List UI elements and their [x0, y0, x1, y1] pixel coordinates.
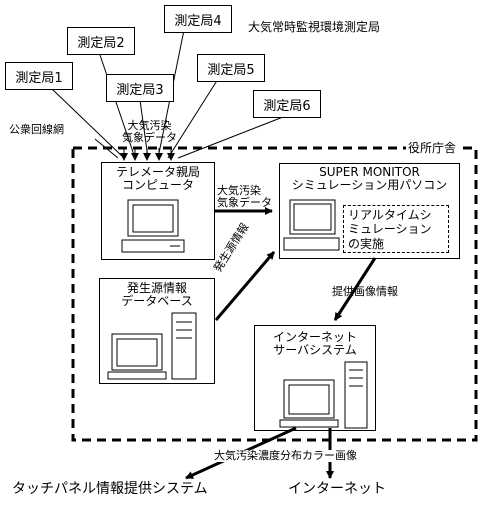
- source-db-label: 発生源情報 データベース: [121, 281, 193, 309]
- internet-server-box: [254, 325, 376, 431]
- feed-arrows: [120, 148, 175, 161]
- telemeter-label: テレメータ親局 コンピュータ: [115, 165, 200, 193]
- super-monitor-label: SUPER MONITOR シミュレーション用パソコン: [291, 165, 448, 193]
- station-6: 測定局6: [253, 90, 321, 118]
- telemeter-box: [101, 162, 215, 260]
- output-image-label: 大気汚染濃度分布カラー画像: [214, 449, 357, 463]
- public-line-label: 公衆回線網: [9, 123, 64, 136]
- computer-icon: [279, 361, 368, 429]
- computer-icon: [107, 312, 197, 380]
- station-1: 測定局1: [5, 62, 73, 90]
- station-4: 測定局4: [164, 5, 232, 33]
- touch-panel-system: タッチパネル情報提供システム: [12, 481, 208, 497]
- feed-label: 大気汚染 気象データ: [122, 119, 177, 145]
- realtime-simulation-box: リアルタイムシ ミュレーション の実施: [343, 205, 449, 253]
- computer-icon: [121, 199, 185, 253]
- station-5: 測定局5: [197, 54, 265, 82]
- office-boundary: [71, 146, 478, 442]
- data-arrow-label: 大気汚染 気象データ: [217, 184, 272, 210]
- internet-target: インターネット: [288, 481, 386, 497]
- super-monitor-box: [279, 163, 460, 259]
- arrow-monitor-to-server: [333, 257, 377, 321]
- station-3: 測定局3: [106, 74, 174, 102]
- network-title: 大気常時監視環境測定局: [248, 20, 381, 34]
- arrow-source-to-monitor: [214, 251, 276, 321]
- computer-icon: [283, 199, 340, 251]
- office-label: 役所庁舎: [406, 141, 459, 156]
- station-2: 測定局2: [67, 27, 135, 55]
- internet-server-label: インターネット サーバシステム: [272, 330, 357, 358]
- source-db-box: [99, 278, 215, 384]
- provide-image-label: 提供画像情報: [332, 285, 398, 298]
